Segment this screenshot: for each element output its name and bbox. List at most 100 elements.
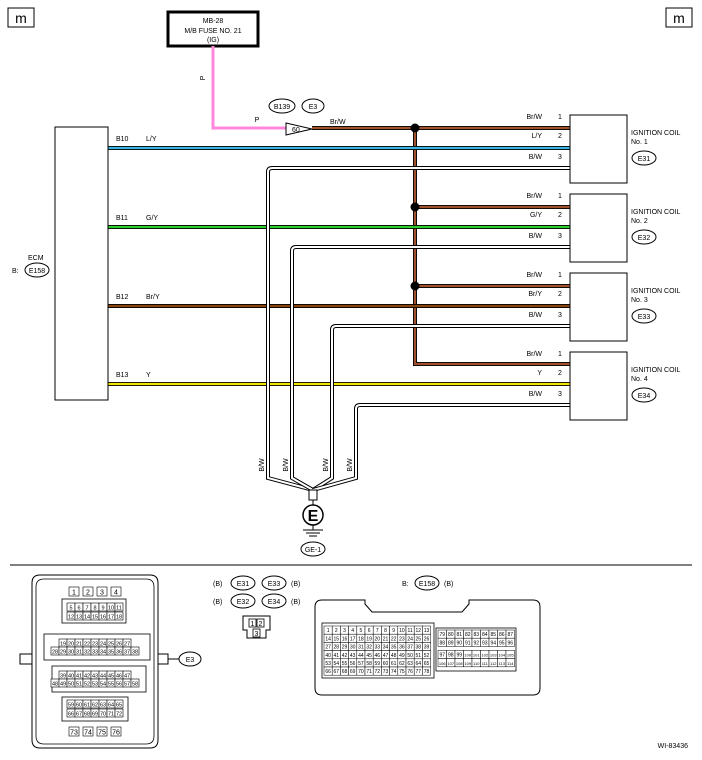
e3-pin-box-73 bbox=[68, 726, 80, 737]
ecm-pin-113: 113 bbox=[499, 661, 506, 666]
e3-pin-19: 19 bbox=[60, 642, 66, 648]
e3-pin-43: 43 bbox=[92, 674, 98, 680]
ecm-pin-13: 13 bbox=[424, 628, 430, 634]
ecm-pin-38: 38 bbox=[416, 645, 422, 651]
ecm-pin-50: 50 bbox=[407, 653, 413, 659]
e3-pin-74: 74 bbox=[84, 730, 92, 737]
e3-pin-56: 56 bbox=[116, 682, 122, 688]
ecm-pin-112: 112 bbox=[490, 661, 497, 666]
e3-pin-box-4 bbox=[110, 586, 122, 597]
ecm-pin-106: 106 bbox=[439, 661, 446, 666]
ecm-pin-114: 114 bbox=[507, 661, 514, 666]
ecm-block-right bbox=[435, 627, 517, 672]
e3-pin-53: 53 bbox=[92, 682, 98, 688]
coil-3-wire-3: B/W bbox=[529, 312, 543, 319]
ecm-pin-8: 8 bbox=[384, 628, 387, 634]
ecm-pin-74: 74 bbox=[391, 669, 397, 675]
ecm-pin-17: 17 bbox=[350, 636, 356, 642]
ecm-pin-67: 67 bbox=[334, 669, 340, 675]
ecm-pin-85: 85 bbox=[490, 632, 496, 638]
corner-mark-right: m bbox=[673, 10, 685, 26]
fuse-wire-code: P bbox=[255, 117, 260, 124]
e3-pin-box-72 bbox=[114, 708, 124, 718]
ecm-pin-83: 83 bbox=[473, 632, 479, 638]
ecm-pin-box-78 bbox=[422, 666, 431, 676]
coil-name-4: IGNITION COIL bbox=[631, 367, 681, 374]
ecm-pin-54: 54 bbox=[334, 661, 340, 667]
ecm-pin-90: 90 bbox=[456, 640, 462, 646]
ground-symbol: E GE-1 bbox=[300, 489, 326, 557]
ecm-pin-48: 48 bbox=[391, 653, 397, 659]
ecm-wire-B13: Y bbox=[146, 372, 151, 379]
e3-pin-5: 5 bbox=[69, 606, 72, 612]
ecm-pin-107: 107 bbox=[447, 661, 454, 666]
ecm-pin-105: 105 bbox=[507, 653, 514, 658]
coil-number-4: No. 4 bbox=[631, 376, 648, 383]
coil-4-pin-1: 1 bbox=[558, 351, 562, 358]
ecm-pin-47: 47 bbox=[383, 653, 389, 659]
e3-pin-15: 15 bbox=[92, 615, 98, 621]
e3-pin-35: 35 bbox=[108, 650, 114, 656]
ecm-pin-44: 44 bbox=[358, 653, 364, 659]
bw-wire-outline-1 bbox=[266, 166, 598, 492]
coil-4-wire-1: Br/W bbox=[526, 351, 542, 358]
coil-conn-b-left-top: (B) bbox=[213, 581, 222, 588]
bw-wire-1 bbox=[267, 167, 598, 491]
coil-box-3 bbox=[569, 272, 628, 342]
coil-name-1: IGNITION COIL bbox=[631, 130, 681, 137]
e3-pin-18: 18 bbox=[116, 615, 122, 621]
ecm-box: ECM B: E158 bbox=[12, 126, 109, 401]
e3-pin-33: 33 bbox=[92, 650, 98, 656]
ecm-pin-52: 52 bbox=[424, 653, 430, 659]
e3-pin-23: 23 bbox=[92, 642, 98, 648]
coil-number-2: No. 2 bbox=[631, 218, 648, 225]
e3-pin-26: 26 bbox=[116, 642, 122, 648]
ecm-pin-72: 72 bbox=[375, 669, 381, 675]
junction-dot-2 bbox=[410, 202, 420, 212]
coil-conn-b-right-bottom: (B) bbox=[291, 599, 300, 606]
coil-4-wire-2: Y bbox=[537, 370, 542, 377]
bw-wire-outline-2 bbox=[290, 245, 598, 492]
e3-pin-box-11 bbox=[114, 602, 124, 612]
e3-pin-57: 57 bbox=[124, 682, 130, 688]
ecm-pin-104: 104 bbox=[498, 653, 505, 658]
coil-box-2 bbox=[569, 193, 628, 263]
ecm-pin-55: 55 bbox=[342, 661, 348, 667]
e3-pin-42: 42 bbox=[84, 674, 90, 680]
e3-pin-24: 24 bbox=[100, 642, 106, 648]
ecm-wire-B11: G/Y bbox=[146, 215, 158, 222]
ecm-pin-93: 93 bbox=[482, 640, 488, 646]
e3-pin-52: 52 bbox=[84, 682, 90, 688]
ecm-pin-68: 68 bbox=[342, 669, 348, 675]
ecm-pin-24: 24 bbox=[407, 636, 413, 642]
ecm-pin-79: 79 bbox=[439, 632, 445, 638]
ecm-pin-B11: B11 bbox=[116, 215, 128, 222]
ecm-pin-82: 82 bbox=[465, 632, 471, 638]
ecm-wire-B12: Br/Y bbox=[146, 294, 160, 301]
coil-conn-ref-e31: E31 bbox=[237, 581, 250, 588]
ecm-pin-23: 23 bbox=[399, 636, 405, 642]
coil-conn-ref-e34: E34 bbox=[268, 599, 281, 606]
e3-pin-41: 41 bbox=[76, 674, 82, 680]
ecm-pin-108: 108 bbox=[456, 661, 463, 666]
coil-1-wire-3: B/W bbox=[529, 154, 543, 161]
ecm-pin-89: 89 bbox=[448, 640, 454, 646]
fuse-line1: MB-28 bbox=[203, 18, 224, 25]
e3-pin-46: 46 bbox=[116, 674, 122, 680]
ecm-pin-29: 29 bbox=[342, 645, 348, 651]
e3-pin-13: 13 bbox=[76, 615, 82, 621]
coil-1-pin-3: 3 bbox=[558, 154, 562, 161]
ecm-pin-71: 71 bbox=[366, 669, 372, 675]
coil-1-wire-2: L/Y bbox=[531, 133, 542, 140]
coil-box-1 bbox=[569, 114, 628, 184]
ecm-pin-62: 62 bbox=[399, 661, 405, 667]
ecm-pin-32: 32 bbox=[366, 645, 372, 651]
ecm-pin-34: 34 bbox=[383, 645, 389, 651]
ecm-pin-15: 15 bbox=[334, 636, 340, 642]
junction-wire-out: Br/W bbox=[330, 119, 346, 126]
ecm-pin-77: 77 bbox=[416, 669, 422, 675]
ecm-pin-53: 53 bbox=[325, 661, 331, 667]
e3-pin-44: 44 bbox=[100, 674, 106, 680]
